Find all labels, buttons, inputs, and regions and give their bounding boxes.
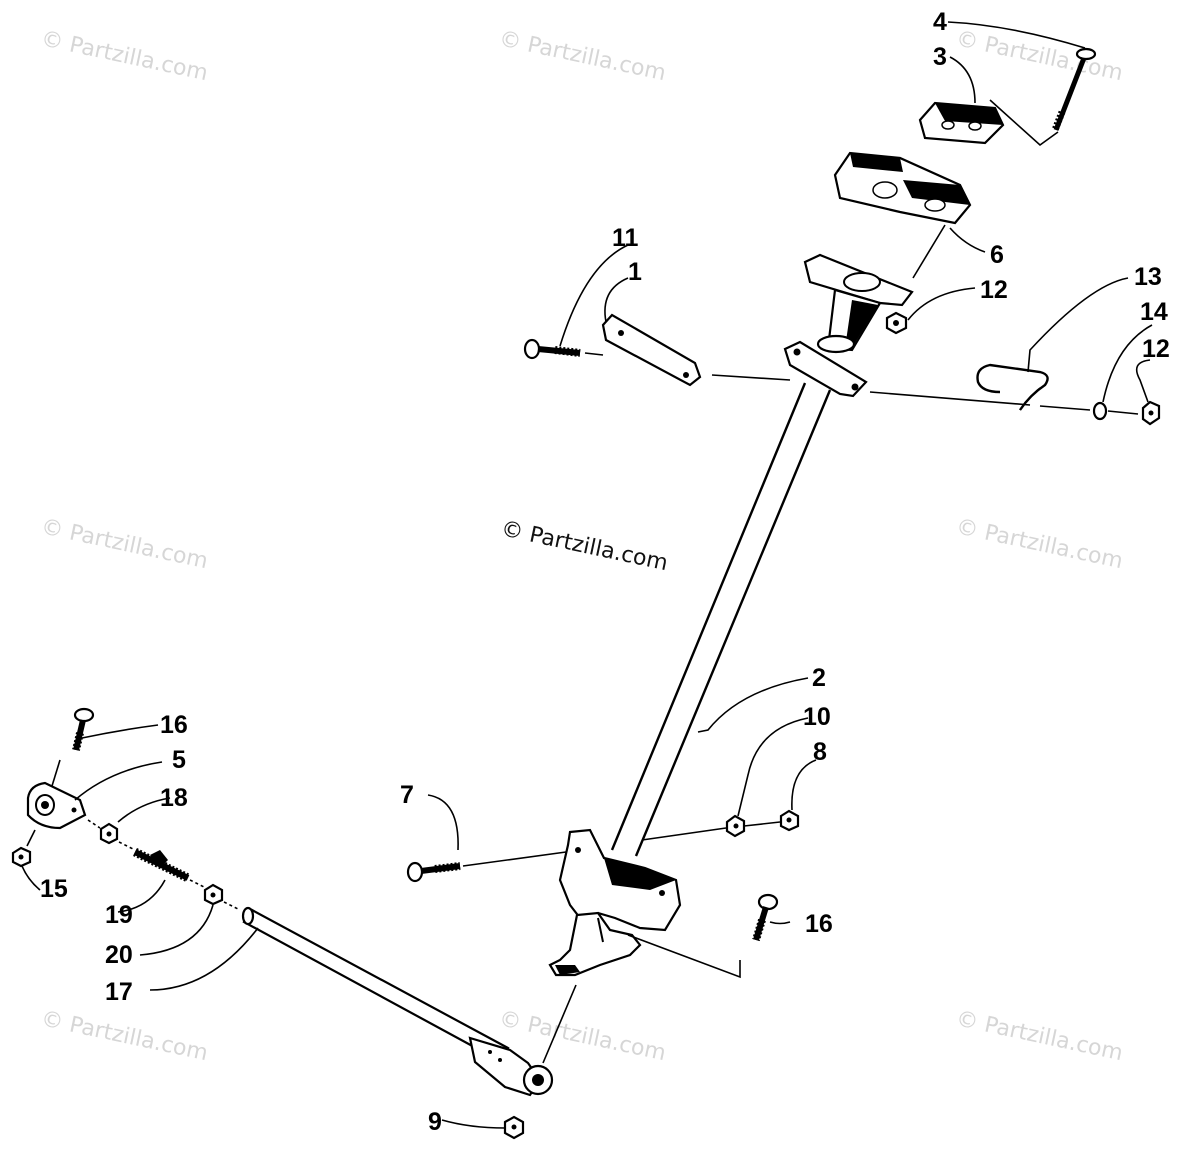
nut-12-top xyxy=(885,311,908,335)
watermark-center: © Partzilla.com xyxy=(499,516,670,576)
lower-steering-bracket xyxy=(548,828,682,977)
nut-9 xyxy=(503,1115,525,1140)
steering-shaft xyxy=(610,382,832,857)
callout-9: 9 xyxy=(428,1108,442,1136)
callout-5: 5 xyxy=(172,746,186,774)
callout-16: 16 xyxy=(160,711,188,739)
steering-post-top-plate xyxy=(803,253,914,354)
callout-7: 7 xyxy=(400,781,414,809)
nut-8 xyxy=(779,809,800,832)
nut-20 xyxy=(203,883,224,906)
callout-14: 14 xyxy=(1140,298,1168,326)
clip-13 xyxy=(976,363,1049,411)
bolt-16-right xyxy=(752,893,779,942)
steering-post-flange xyxy=(783,340,868,398)
callout-20: 20 xyxy=(105,941,133,969)
leader-lines xyxy=(21,21,1153,1129)
watermark: © Partzilla.com xyxy=(497,1006,668,1066)
callout-labels: 4 3 6 12 11 1 13 14 12 2 10 8 7 16 16 5 … xyxy=(40,8,1170,1136)
clamp-bolt xyxy=(1051,47,1097,132)
watermark: © Partzilla.com xyxy=(954,514,1125,574)
nut-18 xyxy=(99,822,119,845)
bolt-7 xyxy=(406,861,461,883)
callout-12: 12 xyxy=(1142,335,1170,363)
nut-15 xyxy=(11,846,32,868)
callout-3: 3 xyxy=(933,43,947,71)
callout-16: 16 xyxy=(805,910,833,938)
callout-18: 18 xyxy=(160,784,188,812)
callout-15: 15 xyxy=(40,875,68,903)
watermark: © Partzilla.com xyxy=(39,514,210,574)
callout-2: 2 xyxy=(812,664,826,692)
nut-12-right xyxy=(1141,400,1161,426)
handlebar-clamp-cap xyxy=(918,101,1005,145)
watermark: © Partzilla.com xyxy=(954,1006,1125,1066)
callout-13: 13 xyxy=(1134,263,1162,291)
washer-14 xyxy=(1092,401,1108,421)
callout-10: 10 xyxy=(803,703,831,731)
watermark: © Partzilla.com xyxy=(497,26,668,86)
bracket-1 xyxy=(601,313,702,387)
bolt-11 xyxy=(523,338,581,360)
watermark: © Partzilla.com xyxy=(39,26,210,86)
callout-12: 12 xyxy=(980,276,1008,304)
rod-end-5 xyxy=(26,781,87,830)
callout-6: 6 xyxy=(990,241,1004,269)
nut-10 xyxy=(725,814,746,838)
callout-11: 11 xyxy=(612,224,639,252)
bolt-16-left xyxy=(72,707,95,751)
callout-19: 19 xyxy=(105,901,133,929)
watermark: © Partzilla.com xyxy=(39,1006,210,1066)
tie-rod-17 xyxy=(241,906,554,1097)
callout-8: 8 xyxy=(813,738,827,766)
callout-17: 17 xyxy=(105,978,133,1006)
callout-4: 4 xyxy=(933,8,947,36)
callout-1: 1 xyxy=(628,258,642,286)
handlebar-clamp-base xyxy=(833,151,972,225)
stud-19 xyxy=(133,847,190,883)
